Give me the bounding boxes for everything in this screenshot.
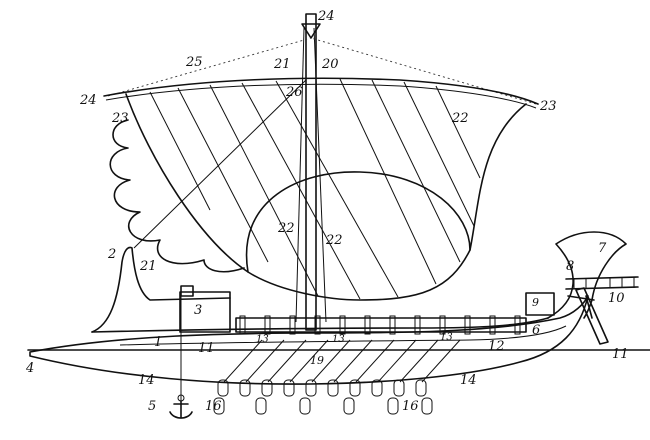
wale-line — [119, 325, 567, 346]
sail-billows — [109, 119, 245, 273]
rail-posts — [239, 315, 521, 335]
stern-cabin — [179, 291, 231, 333]
label-bow-post: 8 — [566, 259, 574, 274]
label-oarport-left: 13 — [256, 334, 269, 345]
oar-blades — [213, 379, 433, 415]
stern-stay — [133, 79, 307, 249]
label-masthead: 24 — [317, 9, 335, 24]
lift-right — [310, 37, 537, 105]
label-hull: 1 — [154, 335, 162, 350]
label-keel-right: 14 — [460, 373, 477, 388]
yard-lower-edge — [105, 83, 537, 109]
label-blade-left: 16 — [205, 399, 222, 414]
label-yard-left: 24 — [79, 93, 97, 108]
label-wale-right: 12 — [488, 339, 505, 354]
yard — [103, 77, 539, 105]
anchor-icon — [169, 394, 193, 419]
label-mast: 20 — [321, 57, 339, 72]
label-lift: 25 — [185, 55, 203, 70]
stern-cabin-cap — [180, 285, 194, 297]
label-sail-right: 22 — [451, 111, 469, 126]
bowsprit-upper — [565, 276, 639, 280]
label-keel-left: 14 — [138, 373, 155, 388]
mast — [305, 13, 317, 331]
label-oarport-right: 13 — [440, 332, 453, 343]
label-yard-right: 23 — [539, 99, 557, 114]
steering-oar — [575, 287, 609, 345]
label-stay-stern: 21 — [139, 259, 157, 274]
masthead — [301, 23, 321, 39]
label-bow: 6 — [532, 323, 540, 338]
bowsprit-lower — [565, 286, 639, 290]
label-wale-left: 11 — [198, 341, 215, 356]
mast-stay-left — [295, 27, 305, 323]
label-steering-oar: 11 — [612, 347, 629, 362]
oars — [223, 339, 461, 383]
label-yard-26: 26 — [285, 85, 303, 100]
label-stern-post: 2 — [107, 247, 116, 262]
label-bow-cabin: 9 — [532, 296, 539, 309]
label-sail-left: 23 — [111, 111, 129, 126]
lift-left — [107, 37, 312, 97]
label-figurehead: 7 — [598, 241, 607, 256]
brail — [245, 171, 471, 273]
steering-oar-2 — [567, 295, 595, 319]
label-stern-cabin: 3 — [194, 303, 202, 318]
label-anchor: 5 — [148, 399, 156, 414]
label-brail-left: 22 — [277, 221, 295, 236]
bow-cabin — [525, 292, 555, 316]
sail-stripes — [149, 78, 481, 300]
label-bowsprit: 10 — [608, 291, 625, 306]
stern-post — [91, 246, 231, 333]
label-oarport-mid: 13 — [332, 334, 345, 345]
labels: 24 20 21 25 24 23 26 23 22 22 22 2 21 3 … — [25, 9, 629, 414]
deck-line — [91, 317, 549, 333]
label-brail-right: 22 — [325, 233, 343, 248]
sail — [125, 93, 527, 301]
label-mast-step: 19 — [310, 354, 324, 367]
deck-rail — [235, 317, 527, 333]
label-blade-right: 16 — [402, 399, 419, 414]
label-waterline: 4 — [25, 361, 34, 376]
bowsprit-rungs — [573, 277, 635, 289]
label-stay-top: 21 — [273, 57, 291, 72]
